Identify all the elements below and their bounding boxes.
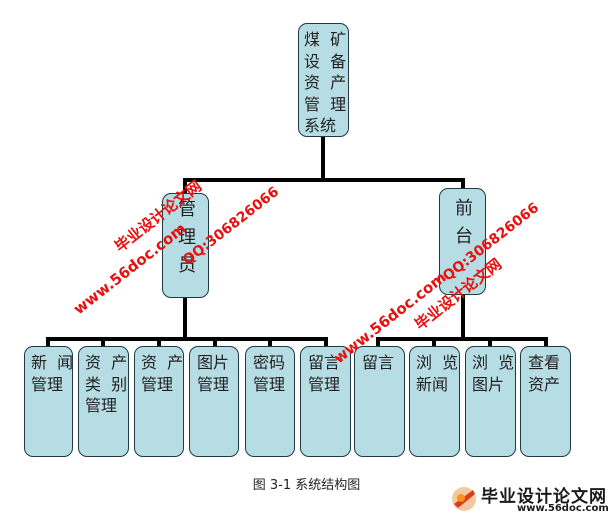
node-browse-pictures: 浏 览 图片 bbox=[465, 346, 516, 457]
front-stem bbox=[461, 294, 465, 339]
logo-url: www.56doc.com bbox=[517, 503, 609, 514]
drop-asset bbox=[157, 337, 161, 349]
admin-children-bus bbox=[46, 337, 328, 341]
node-root: 煤 矿 设 备 资 产 管 理 系统 bbox=[298, 23, 349, 137]
logo-text: 毕业设计论文网 bbox=[481, 487, 607, 507]
logo-emblem-icon bbox=[452, 487, 476, 511]
node-picture-mgmt-label: 图片 管理 bbox=[197, 353, 230, 394]
node-view-assets-label: 查看 资产 bbox=[528, 353, 561, 394]
node-message-label: 留言 bbox=[362, 353, 395, 372]
node-admin: 管 理 员 bbox=[162, 193, 209, 298]
drop-message-mgmt bbox=[324, 337, 328, 349]
node-asset-category-mgmt-label: 资 产 类 别 管理 bbox=[85, 353, 128, 416]
front-drop bbox=[461, 178, 465, 190]
node-password-mgmt-label: 密码 管理 bbox=[253, 353, 286, 394]
node-message-mgmt-label: 留言 管理 bbox=[308, 353, 341, 394]
node-browse-news: 浏 览 新闻 bbox=[409, 346, 460, 457]
front-children-bus bbox=[376, 337, 548, 341]
drop-view-assets bbox=[544, 337, 548, 349]
level1-bus bbox=[183, 178, 465, 182]
node-asset-mgmt-label: 资 产 管理 bbox=[141, 353, 184, 394]
drop-asset-category bbox=[101, 337, 105, 349]
drop-password bbox=[268, 337, 272, 349]
node-news-mgmt-label: 新 闻 管理 bbox=[31, 353, 74, 394]
node-view-assets: 查看 资产 bbox=[520, 346, 571, 457]
node-password-mgmt: 密码 管理 bbox=[245, 346, 295, 457]
node-asset-category-mgmt: 资 产 类 别 管理 bbox=[78, 346, 129, 457]
node-asset-mgmt: 资 产 管理 bbox=[134, 346, 184, 457]
node-browse-pictures-label: 浏 览 图片 bbox=[472, 353, 515, 394]
admin-stem bbox=[183, 297, 187, 339]
drop-news bbox=[46, 337, 50, 349]
drop-picture bbox=[213, 337, 217, 349]
admin-drop bbox=[183, 178, 187, 196]
drop-message bbox=[376, 337, 380, 349]
site-logo: 毕业设计论文网 www.56doc.com bbox=[447, 482, 613, 517]
root-stem bbox=[321, 135, 325, 181]
node-front-label: 前 台 bbox=[455, 198, 473, 247]
node-front: 前 台 bbox=[439, 188, 486, 295]
drop-browse-news bbox=[432, 337, 436, 349]
node-root-label: 煤 矿 设 备 资 产 管 理 系统 bbox=[304, 30, 347, 136]
node-message-mgmt: 留言 管理 bbox=[300, 346, 351, 457]
figure-caption: 图 3-1 系统结构图 bbox=[252, 478, 361, 493]
node-message: 留言 bbox=[354, 346, 405, 457]
drop-browse-pictures bbox=[488, 337, 492, 349]
node-admin-label: 管 理 员 bbox=[178, 199, 196, 276]
node-picture-mgmt: 图片 管理 bbox=[189, 346, 239, 457]
node-news-mgmt: 新 闻 管理 bbox=[24, 346, 73, 457]
node-browse-news-label: 浏 览 新闻 bbox=[416, 353, 459, 394]
